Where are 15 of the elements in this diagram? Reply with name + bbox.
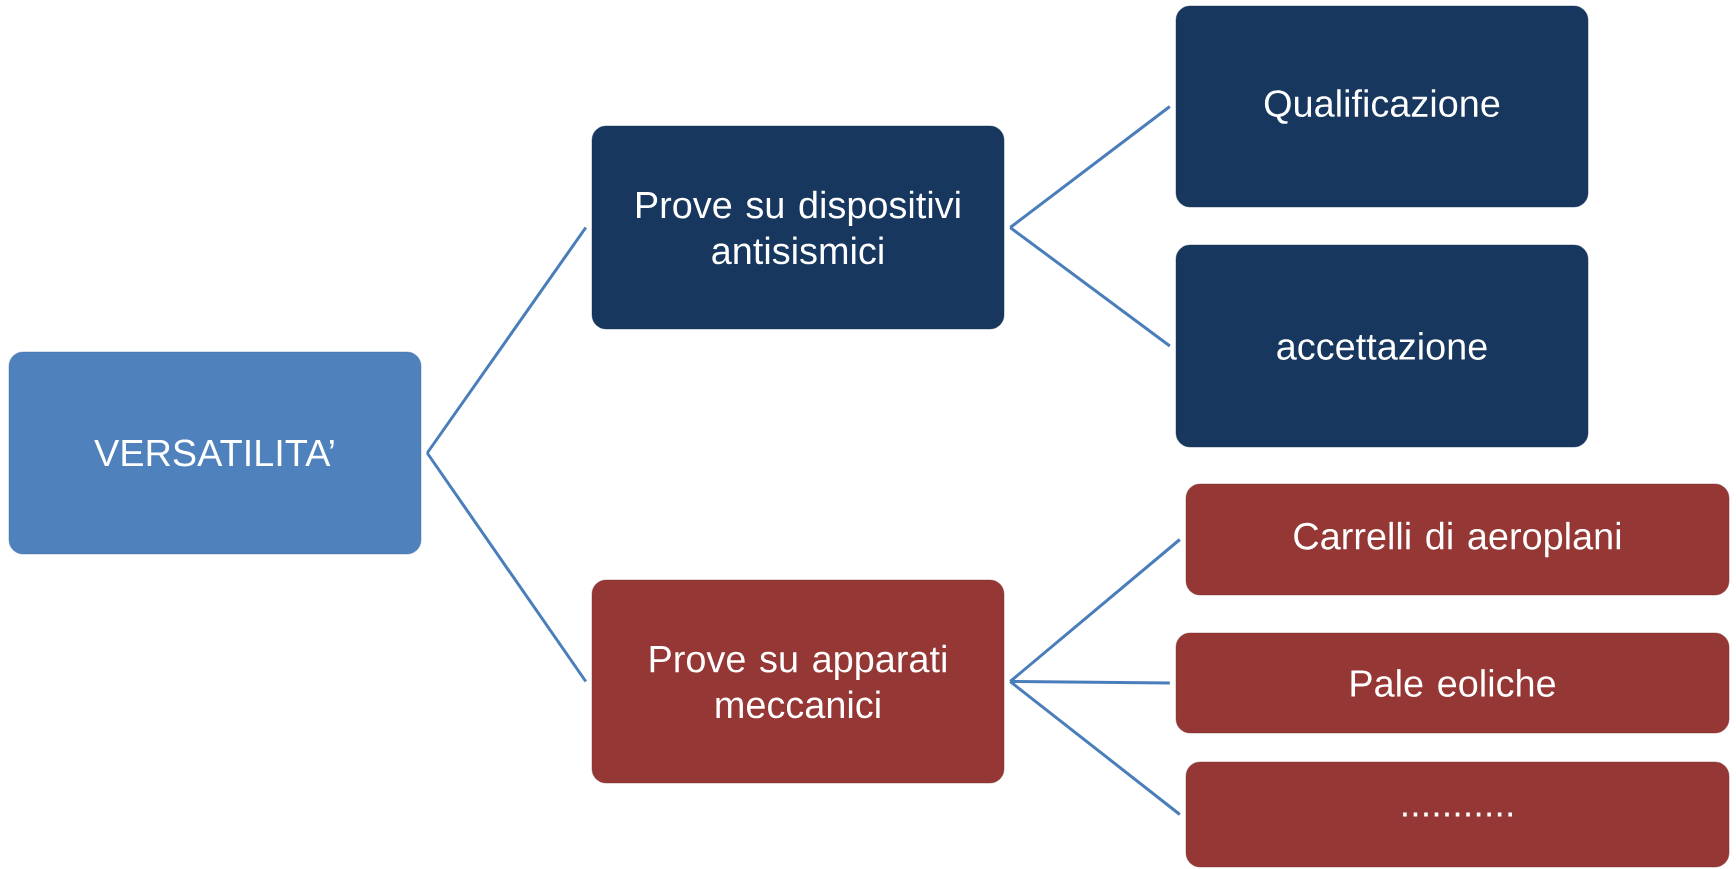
- connector-line: [1009, 538, 1181, 683]
- category-box: Prove su apparati meccanici: [591, 579, 1005, 784]
- connector-line: [1010, 680, 1170, 685]
- category-box: Pale eoliche: [1175, 632, 1730, 734]
- connector-line: [1009, 105, 1171, 229]
- category-box: Carrelli di aeroplani: [1185, 483, 1730, 596]
- category-box: ...........: [1185, 761, 1730, 868]
- connector-line: [426, 226, 588, 454]
- connector-line: [1009, 226, 1171, 348]
- connector-line: [1009, 680, 1181, 816]
- category-box: Qualificazione: [1175, 5, 1589, 208]
- category-box: accettazione: [1175, 244, 1589, 448]
- connector-line: [425, 452, 588, 683]
- topic-box: VERSATILITA’: [8, 351, 422, 555]
- category-box: Prove su dispositivi antisismici: [591, 125, 1005, 330]
